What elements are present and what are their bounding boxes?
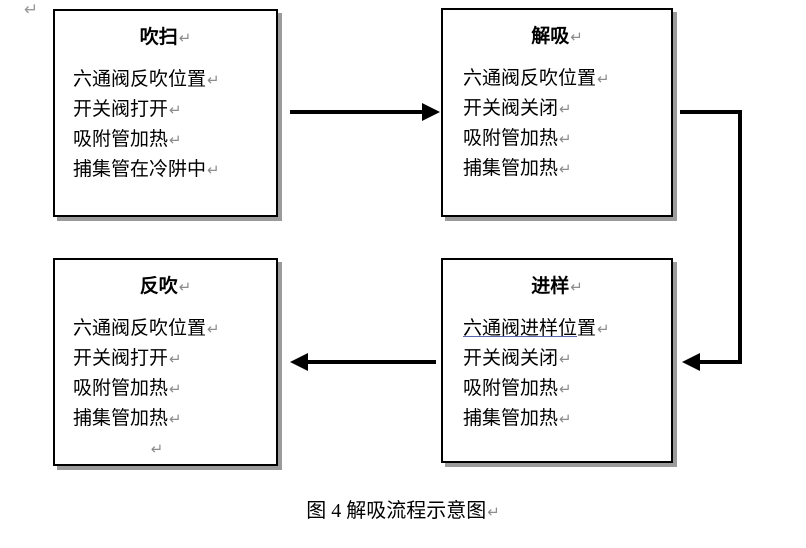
pilcrow-icon: ↵ [169,101,182,119]
arrow-purge-to-desorption-shaft [290,110,426,114]
process-box-title: 进样↵ [443,276,671,298]
process-box-line: 开关阀关闭↵ [463,344,671,374]
pilcrow-icon: ↵ [559,350,572,368]
pilcrow-icon: ↵ [150,440,164,458]
line-text: 六通阀反吹位置 [463,68,597,89]
line-text: 开关阀打开 [73,348,169,369]
process-box-line: 六通阀反吹位置↵ [463,64,671,94]
process-box-line: 捕集管在冷阱中↵ [73,155,276,185]
pilcrow-icon: ↵ [169,350,182,368]
process-box-title-text: 吹扫 [139,27,178,48]
figure-caption: 图 4 解吸流程示意图↵ [0,498,806,525]
process-box-line-list: 六通阀反吹位置↵ 开关阀打开↵ 吸附管加热↵ 捕集管在冷阱中↵ [55,65,276,185]
process-box-line-empty: ↵ [73,434,276,464]
pilcrow-icon: ↵ [207,320,220,338]
stray-paragraph-mark: ↵ [24,0,39,20]
process-box-line: 捕集管加热↵ [463,404,671,434]
arrow-purge-to-desorption-head [422,103,440,121]
line-text: 捕集管加热 [463,408,559,429]
process-box-line-highlighted: 六通阀进样位置↵ [463,314,671,344]
process-box-purge[interactable]: 吹扫↵ 六通阀反吹位置↵ 开关阀打开↵ 吸附管加热↵ 捕集管在冷阱中↵ [53,9,278,217]
pilcrow-icon: ↵ [570,28,583,46]
process-box-line: 吸附管加热↵ [463,124,671,154]
process-box-line-list: 六通阀反吹位置↵ 开关阀关闭↵ 吸附管加热↵ 捕集管加热↵ [443,64,671,184]
line-text: 吸附管加热 [463,378,559,399]
arrow-desorption-to-injection-bottom [700,360,742,364]
pilcrow-icon: ↵ [169,380,182,398]
arrow-desorption-to-injection-top [680,110,742,114]
line-text: 捕集管加热 [73,408,169,429]
line-text: 捕集管加热 [463,158,559,179]
pilcrow-icon: ↵ [207,161,220,179]
process-box-line: 捕集管加热↵ [463,154,671,184]
process-box-line-list: 六通阀反吹位置↵ 开关阀打开↵ 吸附管加热↵ 捕集管加热↵ ↵ [55,314,276,464]
line-text: 六通阀反吹位置 [73,318,207,339]
pilcrow-icon: ↵ [178,278,192,296]
process-box-title-text: 反吹 [139,276,178,297]
pilcrow-icon: ↵ [487,503,500,521]
process-box-title-text: 进样 [531,276,570,297]
pilcrow-icon: ↵ [597,70,610,88]
line-text: 六通阀反吹位置 [73,69,207,90]
process-box-line: 六通阀反吹位置↵ [73,314,276,344]
line-text: 开关阀关闭 [463,348,559,369]
pilcrow-icon: ↵ [559,160,572,178]
process-box-line: 捕集管加热↵ [73,404,276,434]
line-text-underlined: 六通阀进样位 [463,318,578,339]
pilcrow-icon: ↵ [559,130,572,148]
process-box-desorption[interactable]: 解吸↵ 六通阀反吹位置↵ 开关阀关闭↵ 吸附管加热↵ 捕集管加热↵ [441,8,673,217]
pilcrow-icon: ↵ [207,71,220,89]
figure-caption-text: 图 4 解吸流程示意图 [306,500,487,522]
arrow-injection-to-backflush-head [290,353,308,371]
pilcrow-icon: ↵ [169,410,182,428]
process-box-line: 开关阀关闭↵ [463,94,671,124]
pilcrow-icon: ↵ [559,380,572,398]
line-text: 开关阀打开 [73,99,169,120]
process-box-title: 反吹↵ [55,276,276,298]
process-box-title: 解吸↵ [443,26,671,48]
arrow-injection-to-backflush-shaft [308,360,436,364]
process-box-title: 吹扫↵ [55,27,276,49]
process-box-line: 六通阀反吹位置↵ [73,65,276,95]
process-box-line: 吸附管加热↵ [73,374,276,404]
line-text: 捕集管在冷阱中 [73,159,207,180]
pilcrow-icon: ↵ [559,410,572,428]
pilcrow-icon: ↵ [178,29,192,47]
arrow-desorption-to-injection-head [682,353,700,371]
line-text: 置 [577,318,597,339]
process-box-line: 吸附管加热↵ [73,125,276,155]
line-text: 吸附管加热 [73,129,169,150]
process-box-line-list: 六通阀进样位置↵ 开关阀关闭↵ 吸附管加热↵ 捕集管加热↵ [443,314,671,434]
pilcrow-icon: ↵ [597,320,610,338]
line-text: 吸附管加热 [463,128,559,149]
process-box-title-text: 解吸 [531,26,570,47]
process-box-line: 开关阀打开↵ [73,95,276,125]
pilcrow-icon: ↵ [169,131,182,149]
process-box-line: 吸附管加热↵ [463,374,671,404]
pilcrow-icon: ↵ [559,100,572,118]
process-box-line: 开关阀打开↵ [73,344,276,374]
line-text: 开关阀关闭 [463,98,559,119]
process-box-backflush[interactable]: 反吹↵ 六通阀反吹位置↵ 开关阀打开↵ 吸附管加热↵ 捕集管加热↵ ↵ [53,258,278,466]
pilcrow-icon: ↵ [570,278,583,296]
line-text: 吸附管加热 [73,378,169,399]
arrow-desorption-to-injection-right [738,110,742,362]
process-box-injection[interactable]: 进样↵ 六通阀进样位置↵ 开关阀关闭↵ 吸附管加热↵ 捕集管加热↵ [441,258,673,463]
